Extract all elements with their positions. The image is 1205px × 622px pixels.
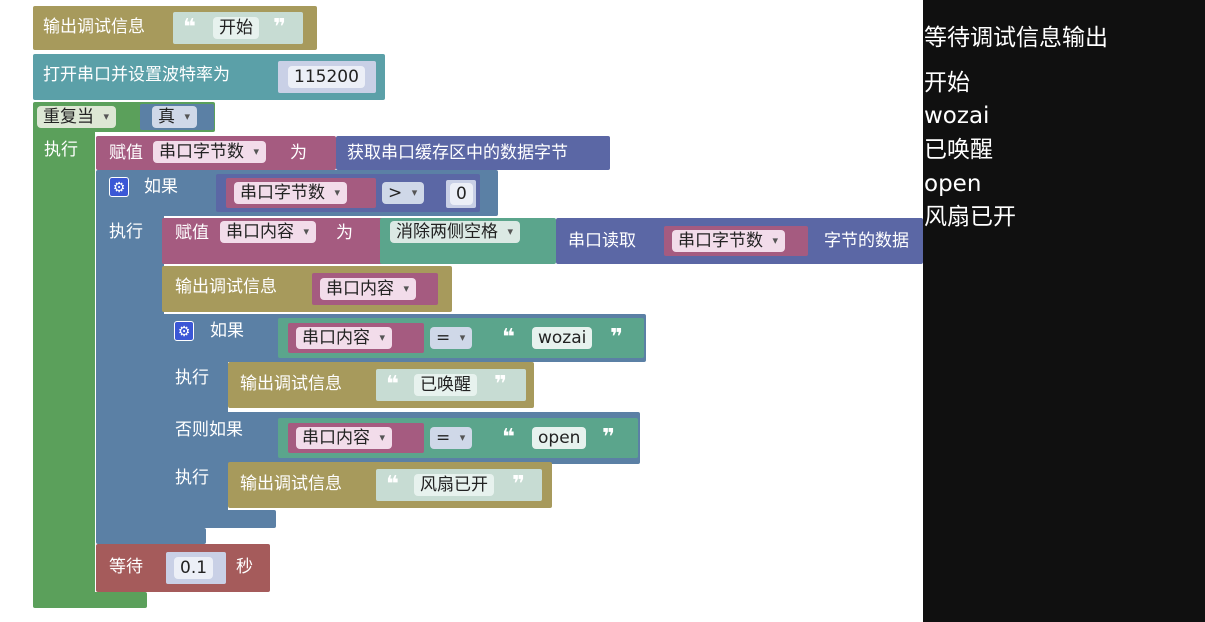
gear-icon-2[interactable]: ⚙ <box>174 321 194 341</box>
var-content-dropdown-3[interactable]: 串口内容 <box>296 327 392 349</box>
open-quote-icon: ❝ <box>183 15 196 40</box>
var-content-dropdown[interactable]: 串口内容 <box>220 221 316 243</box>
compare-eq-wozai[interactable]: 串口内容 = ❝ wozai ❞ <box>278 318 644 358</box>
close-quote-icon-4: ❞ <box>602 425 615 450</box>
close-quote-icon-2: ❞ <box>610 325 623 350</box>
to-label: 为 <box>290 143 307 163</box>
serial-read-block[interactable]: 串口读取 串口字节数 字节的数据 <box>556 218 923 264</box>
get-bytes-label: 获取串口缓存区中的数据字节 <box>347 143 568 163</box>
text-wozai[interactable]: wozai <box>532 327 593 349</box>
else-if-row[interactable]: 否则如果 串口内容 = ❝ open ❞ <box>162 412 640 464</box>
print-block-start[interactable]: 输出调试信息 ❝ 开始 ❞ <box>33 6 317 50</box>
var-content-dropdown-2[interactable]: 串口内容 <box>320 278 416 300</box>
serial-read-label: 串口读取 <box>568 231 636 251</box>
seconds-label: 秒 <box>236 557 253 577</box>
trim-block[interactable]: 消除两侧空格 <box>380 218 556 264</box>
var-content-getter-2[interactable]: 串口内容 <box>288 323 424 353</box>
repeat-while-bottom <box>33 592 147 608</box>
trim-dropdown[interactable]: 消除两侧空格 <box>390 221 520 243</box>
assign-label-2: 赋值 <box>175 223 209 243</box>
close-quote-icon-3: ❞ <box>494 372 507 397</box>
print-label: 输出调试信息 <box>43 17 145 37</box>
repeat-while-spine <box>33 130 95 600</box>
text-awake[interactable]: 已唤醒 <box>414 374 477 396</box>
print-fan-block[interactable]: 输出调试信息 ❝ 风扇已开 ❞ <box>228 462 552 508</box>
true-dropdown[interactable]: 真 <box>152 106 197 128</box>
baud-number-block[interactable]: 115200 <box>278 61 376 93</box>
if-block-outer[interactable]: ⚙ 如果 串口字节数 > 0 <box>96 170 498 216</box>
console-line: 开始 <box>924 70 970 96</box>
print-awake-block[interactable]: 输出调试信息 ❝ 已唤醒 ❞ <box>228 362 534 408</box>
console-line: open <box>924 171 982 197</box>
assign-bytes-block[interactable]: 赋值 串口字节数 为 <box>96 136 336 170</box>
close-quote-icon: ❞ <box>273 15 286 40</box>
var-bytes-dropdown[interactable]: 串口字节数 <box>153 141 266 163</box>
open-quote-icon-3: ❝ <box>386 372 399 397</box>
var-bytes-dropdown-2[interactable]: 串口字节数 <box>234 182 347 204</box>
if-label-2: 如果 <box>210 321 244 341</box>
serial-open-label: 打开串口并设置波特率为 <box>43 65 230 85</box>
serial-open-block[interactable]: 打开串口并设置波特率为 115200 <box>33 54 385 100</box>
op-eq-dropdown-2[interactable]: = <box>430 427 473 449</box>
string-block-wozai[interactable]: ❝ wozai ❞ <box>492 323 640 353</box>
if-inner-do-label: 执行 <box>175 368 209 388</box>
true-logic-block[interactable]: 真 <box>140 104 214 130</box>
open-quote-icon-5: ❝ <box>386 472 399 497</box>
wait-number-block[interactable]: 0.1 <box>166 552 226 584</box>
console-waiting: 等待调试信息输出 <box>924 25 1108 51</box>
else-if-do-label: 执行 <box>175 468 209 488</box>
gear-icon[interactable]: ⚙ <box>109 177 129 197</box>
if-inner-bottom <box>162 510 276 528</box>
to-label-2: 为 <box>336 223 353 243</box>
print-label-4: 输出调试信息 <box>240 474 342 494</box>
console-line: 已唤醒 <box>924 137 993 163</box>
if-block-inner[interactable]: ⚙ 如果 串口内容 = ❝ wozai ❞ <box>162 314 646 362</box>
string-block-fan[interactable]: ❝ 风扇已开 ❞ <box>376 469 542 501</box>
open-quote-icon-4: ❝ <box>502 425 515 450</box>
repeat-mode-dropdown[interactable]: 重复当 <box>37 106 116 128</box>
string-block-start[interactable]: ❝ 开始 ❞ <box>173 12 303 44</box>
console-line: 风扇已开 <box>924 204 1016 230</box>
open-quote-icon-2: ❝ <box>502 325 515 350</box>
print-content-block[interactable]: 输出调试信息 串口内容 <box>162 266 452 312</box>
compare-gt-block[interactable]: 串口字节数 > 0 <box>216 174 480 212</box>
zero-value[interactable]: 0 <box>450 183 473 205</box>
text-fan[interactable]: 风扇已开 <box>414 474 494 496</box>
repeat-do-label: 执行 <box>44 140 78 160</box>
baud-value[interactable]: 115200 <box>288 66 365 88</box>
else-if-label: 否则如果 <box>175 420 243 440</box>
wait-value[interactable]: 0.1 <box>174 557 214 579</box>
if-outer-do-label: 执行 <box>109 222 143 242</box>
compare-eq-open[interactable]: 串口内容 = ❝ open ❞ <box>278 418 638 458</box>
string-block-open[interactable]: ❝ open ❞ <box>492 423 632 453</box>
print-label-3: 输出调试信息 <box>240 374 342 394</box>
text-start[interactable]: 开始 <box>213 17 259 39</box>
print-label-2: 输出调试信息 <box>175 277 277 297</box>
wait-label: 等待 <box>109 557 143 577</box>
string-block-awake[interactable]: ❝ 已唤醒 ❞ <box>376 369 526 401</box>
var-bytes-getter[interactable]: 串口字节数 <box>226 178 376 208</box>
var-content-getter[interactable]: 串口内容 <box>312 273 438 305</box>
var-bytes-getter-3[interactable]: 串口字节数 <box>664 226 808 256</box>
var-content-getter-3[interactable]: 串口内容 <box>288 423 424 453</box>
console-line: wozai <box>924 103 990 129</box>
var-content-dropdown-4[interactable]: 串口内容 <box>296 427 392 449</box>
get-bytes-block[interactable]: 获取串口缓存区中的数据字节 <box>336 136 610 170</box>
if-outer-bottom <box>96 528 206 544</box>
debug-console: 等待调试信息输出 开始 wozai 已唤醒 open 风扇已开 <box>923 0 1205 622</box>
var-bytes-dropdown-3[interactable]: 串口字节数 <box>672 230 785 252</box>
wait-block[interactable]: 等待 0.1 秒 <box>96 544 270 592</box>
close-quote-icon-5: ❞ <box>512 472 525 497</box>
if-outer-spine <box>96 214 164 544</box>
op-eq-dropdown[interactable]: = <box>430 327 473 349</box>
op-gt-dropdown[interactable]: > <box>382 182 425 204</box>
if-label: 如果 <box>144 177 178 197</box>
blockly-workspace[interactable]: 输出调试信息 ❝ 开始 ❞ 打开串口并设置波特率为 115200 重复当 真 执… <box>0 0 923 622</box>
text-open[interactable]: open <box>532 427 587 449</box>
assign-label: 赋值 <box>109 143 143 163</box>
zero-number-block[interactable]: 0 <box>446 180 476 208</box>
bytes-data-label: 字节的数据 <box>824 231 909 251</box>
assign-content-block[interactable]: 赋值 串口内容 为 <box>162 218 384 264</box>
